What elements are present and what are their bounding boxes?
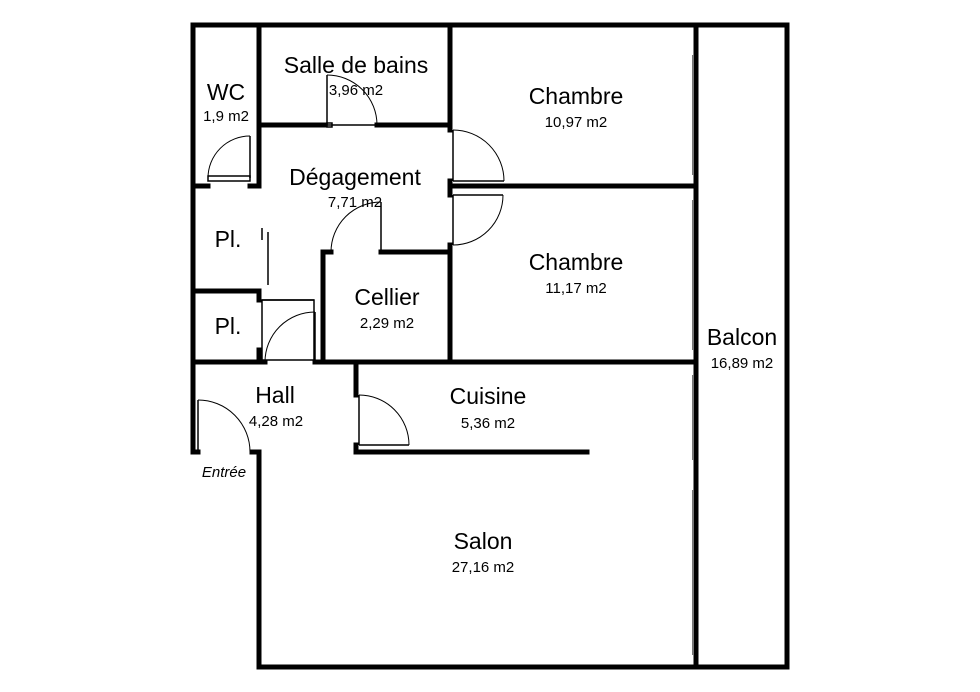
walls	[190, 22, 790, 670]
room-area: 10,97 m2	[545, 114, 608, 131]
room-wc: WC 1,9 m2	[203, 79, 249, 125]
room-chambre-2: Chambre 11,17 m2	[529, 249, 624, 297]
room-name: Cellier	[354, 284, 420, 310]
bathroom-door[interactable]	[326, 74, 378, 128]
room-name: Hall	[255, 382, 295, 408]
room-name: Pl.	[215, 313, 242, 339]
room-balcon: Balcon 16,89 m2	[707, 324, 777, 372]
room-name: Salle de bains	[284, 52, 429, 78]
room-name: Salon	[454, 528, 513, 554]
bedroom-1-door[interactable]	[452, 129, 505, 182]
room-area: 5,36 m2	[461, 415, 515, 432]
bedroom-2-door[interactable]	[452, 194, 504, 246]
room-name: WC	[207, 79, 245, 105]
room-area: 7,71 m2	[328, 194, 382, 211]
room-salon: Salon 27,16 m2	[452, 528, 515, 576]
room-name: Pl.	[215, 226, 242, 252]
entry-door[interactable]	[197, 399, 251, 453]
room-hall: Hall 4,28 m2	[249, 382, 303, 430]
cellar-door[interactable]	[330, 201, 382, 253]
room-placard-2: Pl.	[215, 313, 242, 339]
room-area: 16,89 m2	[711, 355, 774, 372]
closet-2-door[interactable]	[261, 299, 316, 363]
room-area: 4,28 m2	[249, 413, 303, 430]
doors	[197, 74, 505, 453]
room-area: 11,17 m2	[545, 280, 606, 297]
room-area: 27,16 m2	[452, 559, 515, 576]
room-name: Dégagement	[289, 164, 421, 190]
kitchen-door[interactable]	[358, 394, 410, 446]
room-placard-1: Pl.	[215, 226, 242, 252]
room-cellier: Cellier 2,29 m2	[354, 284, 420, 332]
room-area: 1,9 m2	[203, 108, 249, 125]
room-chambre-1: Chambre 10,97 m2	[529, 83, 624, 131]
wc-door[interactable]	[207, 135, 251, 182]
room-cuisine: Cuisine 5,36 m2	[450, 383, 527, 432]
closet-1-door[interactable]	[261, 228, 269, 285]
room-name: Chambre	[529, 249, 624, 275]
room-name: Chambre	[529, 83, 624, 109]
room-name: Cuisine	[450, 383, 527, 409]
entry-label: Entrée	[202, 464, 246, 481]
room-area: 3,96 m2	[329, 82, 383, 99]
room-degagement: Dégagement 7,71 m2	[289, 164, 421, 211]
room-name: Balcon	[707, 324, 777, 350]
room-salle-de-bains: Salle de bains 3,96 m2	[284, 52, 429, 99]
room-area: 2,29 m2	[360, 315, 414, 332]
